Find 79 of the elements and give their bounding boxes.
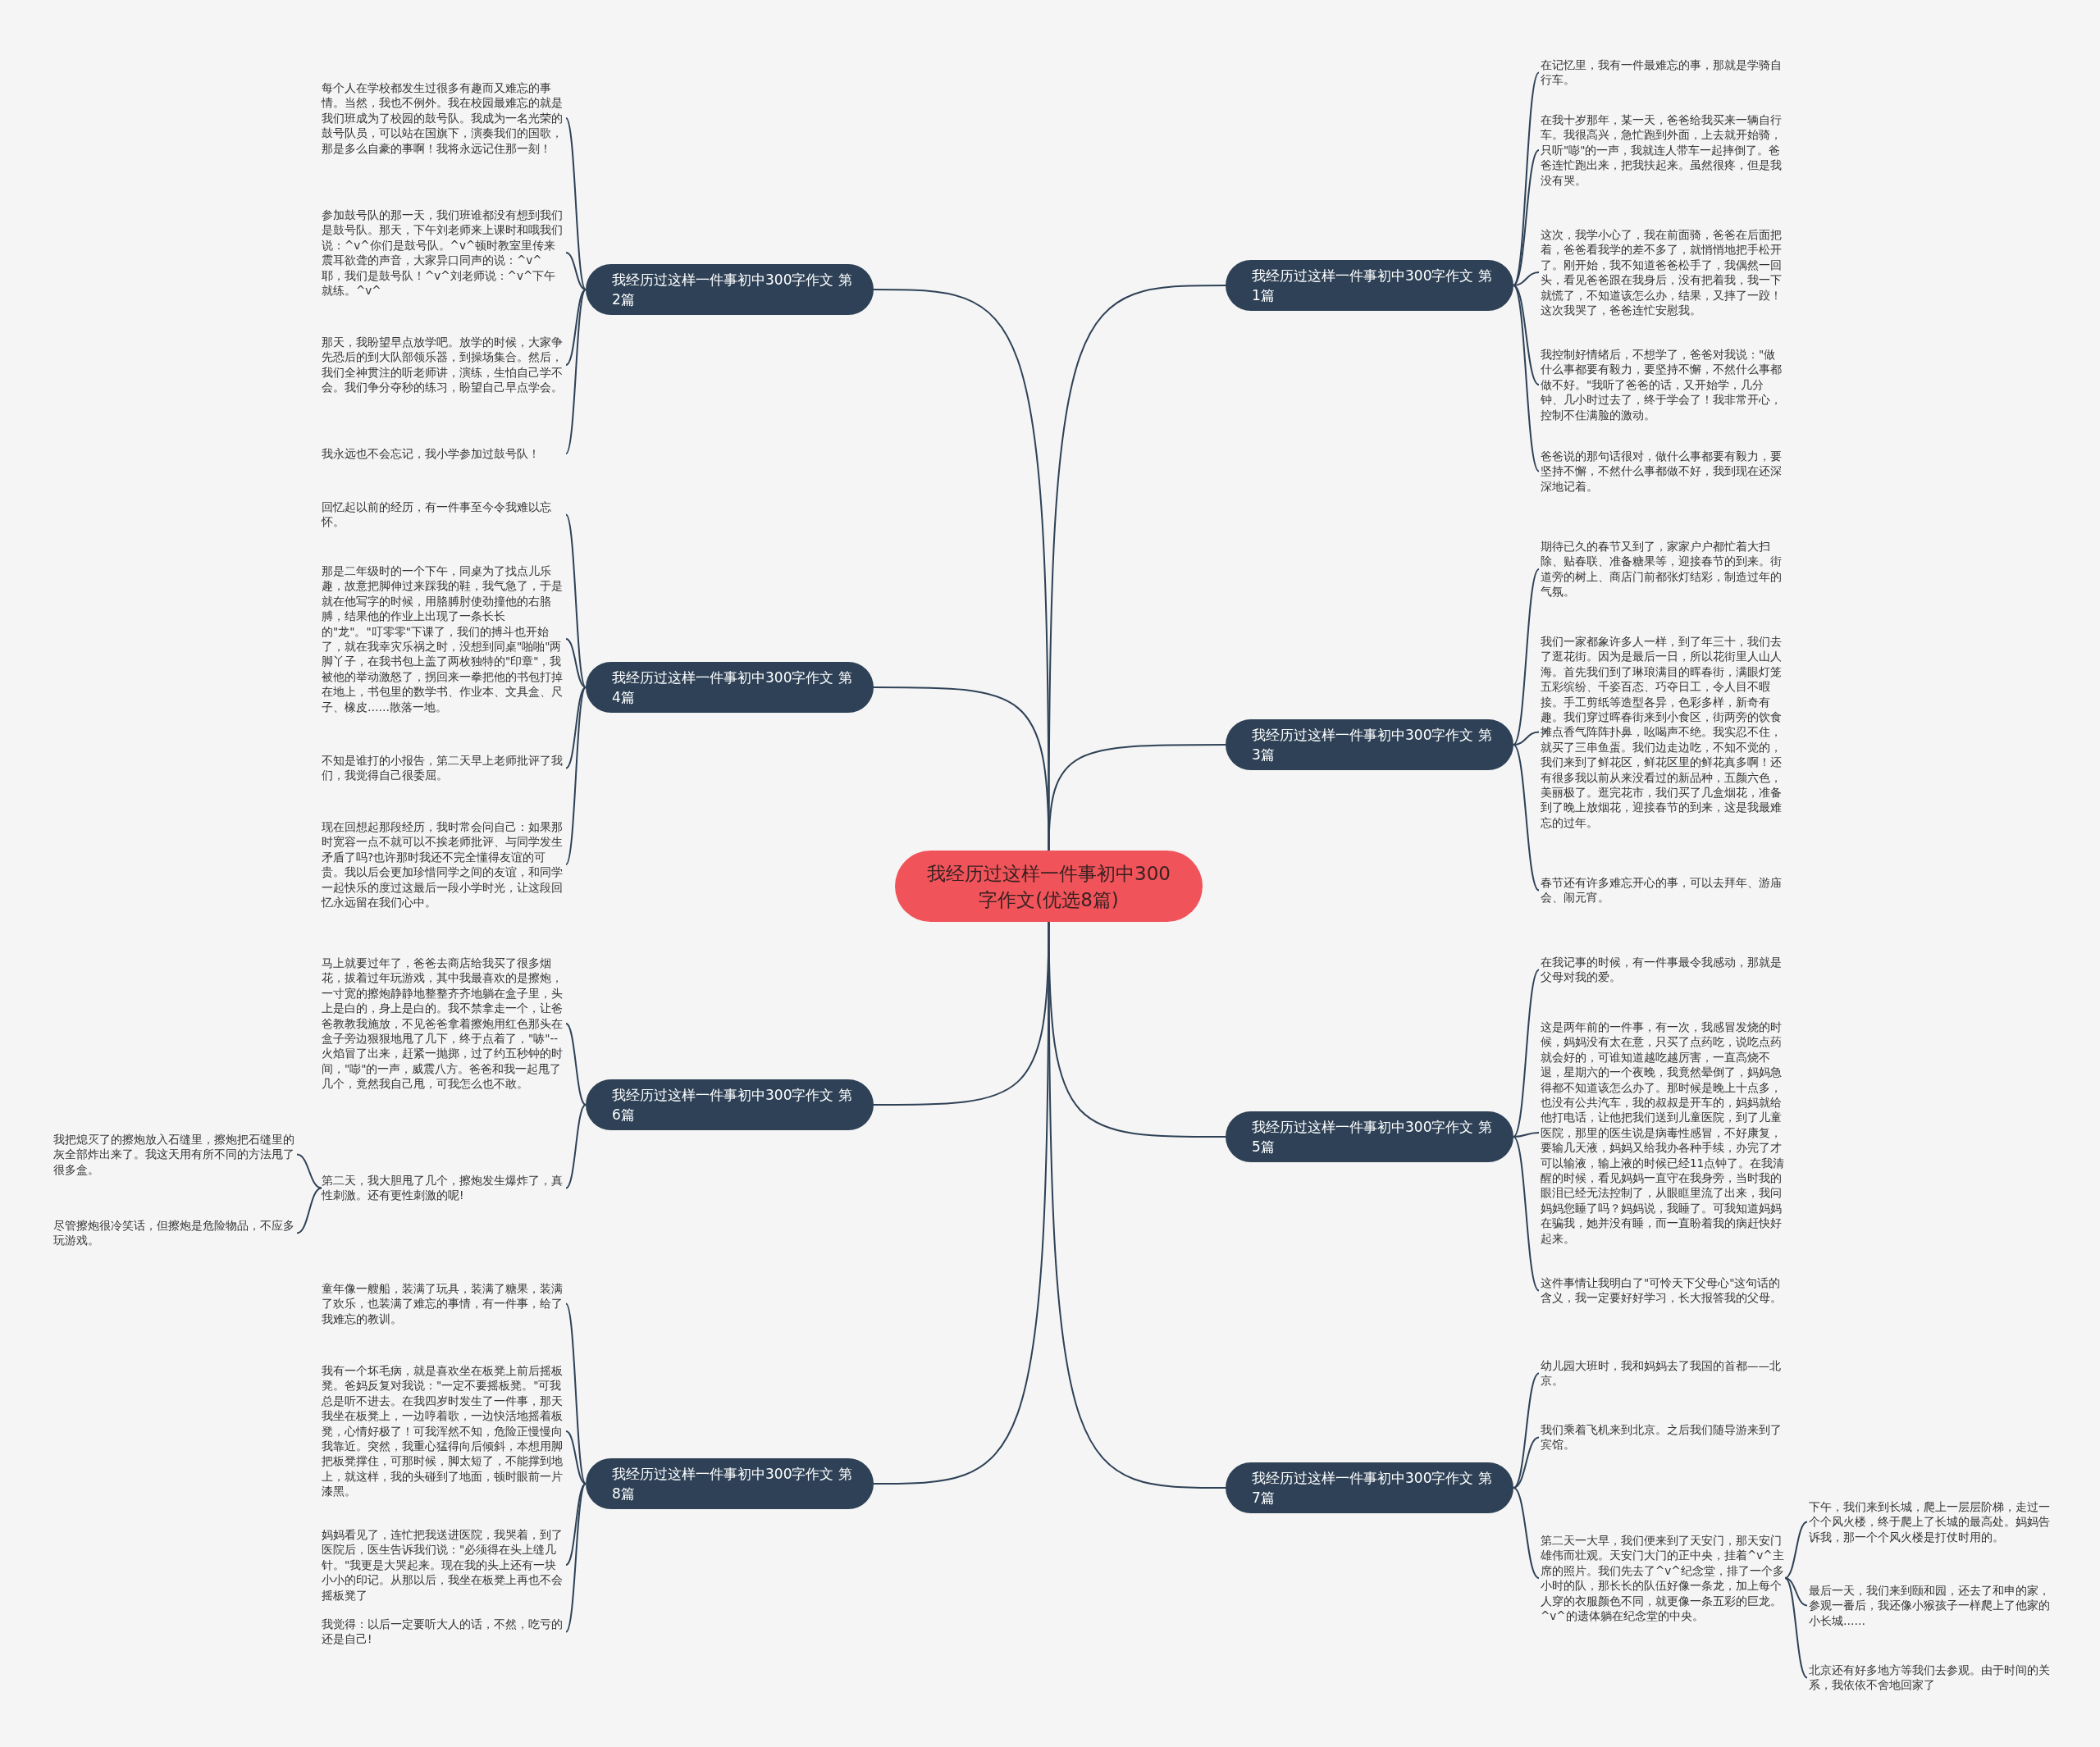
connector-line bbox=[1513, 285, 1540, 385]
paragraph-text: 第二天一大早，我们便来到了天安门，那天安门雄伟而壮观。天安门大门的正中央，挂着^v^主席的照片。我们先去了^v^纪念堂，排了一个多小时的队，那长长的队伍好像一条龙，加上每个人穿的衣服颜色不同，就更像一条五彩的巨龙。^v^的遗体躺在纪念堂的中央。 bbox=[1541, 1533, 1785, 1624]
connector-line bbox=[1513, 1136, 1540, 1292]
topic-box: 我经历过这样一件事初中300字作文 第8篇 bbox=[586, 1458, 874, 1509]
paragraph-text: 妈妈看见了，连忙把我送进医院，我哭着，到了医院后，医生告诉我们说："必须得在头上缝几针。"我更是大哭起来。现在我的头上还有一块小小的印记。从那以后，我坐在板凳上再也不会摇板凳了 bbox=[322, 1527, 564, 1603]
paragraph-text: 在记忆里，我有一件最难忘的事，那就是学骑自行车。 bbox=[1541, 57, 1785, 88]
paragraph-text: 我们一家都象许多人一样，到了年三十，我们去了逛花街。因为是最后一日，所以花街里人山人海。首先我们到了琳琅满目的晖春街，满眼灯笼五彩缤纷、千姿百态、巧夺日工，令人目不暇接。手工剪纸等造型各异，色彩多样，新奇有趣。我们穿过晖春街来到小食区，街两旁的饮食摊点香气阵阵扑鼻，吆喝声不绝。我实忍不住，就买了三串鱼蛋。我们边走边吃，不知不觉的，我们来到了鲜花区，鲜花区里的鲜花真多啊！还有很多我以前从来没看过的新品种，五颜六色，美丽极了。逛完花市，我们买了几盒烟花，准备到了晚上放烟花，迎接春节的到来，这是我最难忘的过年。 bbox=[1541, 634, 1785, 831]
connector-line bbox=[873, 921, 1050, 1485]
paragraph-text: 这次，我学小心了，我在前面骑，爸爸在后面把着，爸爸看我学的差不多了，就悄悄地把手松开了。刚开始，我不知道爸爸松手了，我偶然一回头，看见爸爸跟在我身后，没有把着我，我一下就慌了，不知道该怎么办，结果，又摔了一跤！这次我哭了，爸爸连忙安慰我。 bbox=[1541, 227, 1785, 318]
connector-line bbox=[1048, 921, 1226, 1489]
paragraph-text: 童年像一艘船，装满了玩具，装满了糖果，装满了欢乐，也装满了难忘的事情，有一件事，给了我难忘的教训。 bbox=[322, 1281, 564, 1327]
paragraph-text: 春节还有许多难忘开心的事，可以去拜年、游庙会、闹元宵。 bbox=[1541, 875, 1785, 905]
connector-line bbox=[1513, 568, 1540, 746]
paragraph-text: 现在回想起那段经历，我时常会问自己：如果那时宽容一点不就可以不挨老师批评、与同学发生矛盾了吗?也许那时我还不完全懂得友谊的可贵。我以后会更加珍惜同学之间的友谊，和同学一起快乐的度过这最后一段小学时光，让这段回忆永远留在我们心中。 bbox=[322, 819, 564, 910]
connector-line bbox=[1513, 149, 1540, 286]
connector-line bbox=[1513, 285, 1540, 472]
paragraph-text: 我有一个坏毛病，就是喜欢坐在板凳上前后摇板凳。爸妈反复对我说："一定不要摇板凳。"可我总是听不进去。在我四岁时发生了一件事，那天我坐在板凳上，一边哼着歌，一边快活地摇着板凳，心情好极了！可我浑然不知，危险正慢慢向我靠近。突然，我重心猛得向后倾斜，本想用脚把板凳撑住，可那时候，脚太短了，不能撑到地上，就这样，我的头碰到了地面，顿时眼前一片漆黑。 bbox=[322, 1363, 564, 1499]
connector-line bbox=[1513, 271, 1540, 286]
connector-line bbox=[565, 1483, 587, 1633]
topic-box: 我经历过这样一件事初中300字作文 第2篇 bbox=[586, 264, 874, 315]
paragraph-text: 我永远也不会忘记，我小学参加过鼓号队！ bbox=[322, 446, 564, 462]
paragraph-text: 我们乘着飞机来到北京。之后我们随导游来到了宾馆。 bbox=[1541, 1422, 1785, 1453]
connector-line bbox=[565, 638, 587, 688]
paragraph-text: 最后一天，我们来到颐和园，还去了和申的家，参观一番后，我还像小猴孩子一样爬上了他家的小长城…… bbox=[1809, 1583, 2055, 1629]
connector-line bbox=[1784, 1577, 1808, 1607]
paragraph-text: 那天，我盼望早点放学吧。放学的时候，大家争先恐后的到大队部领乐器，到操场集合。然后，我们全神贯注的听老师讲，演练，生怕自己学不会。我们争分夺秒的练习，盼望自己早点学会。 bbox=[322, 335, 564, 395]
connector-line bbox=[1048, 285, 1226, 851]
connector-line bbox=[565, 1302, 587, 1485]
paragraph-text: 下午，我们来到长城，爬上一层层阶梯，走过一个个风火楼，终于爬上了长城的最高处。妈妈告诉我，那一个个风火楼是打仗时用的。 bbox=[1809, 1499, 2055, 1545]
connector-line bbox=[1784, 1521, 1808, 1579]
connector-line bbox=[1513, 1132, 1540, 1138]
connector-line bbox=[1048, 744, 1226, 851]
topic-box: 我经历过这样一件事初中300字作文 第3篇 bbox=[1226, 719, 1513, 770]
topic-box: 我经历过这样一件事初中300字作文 第1篇 bbox=[1226, 260, 1513, 311]
connector-line bbox=[565, 117, 587, 290]
paragraph-text: 我控制好情绪后，不想学了，爸爸对我说："做什么事都要有毅力，要坚持不懈，不然什么事都做不好。"我听了爸爸的话，又开始学，几分钟、几小时过去了，终于学会了！我非常开心，控制不住满脸的激动。 bbox=[1541, 347, 1785, 423]
connector-line bbox=[1513, 744, 1540, 892]
paragraph-text: 回忆起以前的经历，有一件事至今令我难以忘怀。 bbox=[322, 499, 564, 530]
connector-line bbox=[565, 686, 587, 865]
paragraph-text: 尽管擦炮很冷笑话，但擦炮是危险物品，不应多玩游戏。 bbox=[53, 1218, 295, 1248]
connector-line bbox=[1513, 1436, 1540, 1489]
paragraph-text: 每个人在学校都发生过很多有趣而又难忘的事情。当然，我也不例外。我在校园最难忘的就是我们班成为了校园的鼓号队。我成为一名光荣的鼓号队员，可以站在国旗下，演奏我们的国歌，那是多么自豪的事啊！我将永远记住那一刻！ bbox=[322, 80, 564, 157]
paragraph-text: 我觉得：以后一定要听大人的话，不然，吃亏的还是自己! bbox=[322, 1617, 564, 1647]
topic-box: 我经历过这样一件事初中300字作文 第7篇 bbox=[1226, 1462, 1513, 1513]
paragraph-text: 那是二年级时的一个下午，同桌为了找点儿乐趣，故意把脚伸过来踩我的鞋，我气急了，于是就在他写字的时候，用胳膊肘使劲撞他的右胳膊，结果他的作业上出现了一条长长的"龙"。"叮零零"下课了，我们的搏斗也开始了，就在我幸灾乐祸之时，没想到同桌"啪啪"两脚丫子，在我书包上盖了两枚独特的"印章"，我被他的举动激怒了，拐回来一拳把他的书包打掉在地上，书包里的数学书、作业本、文具盒、尺子、橡皮……散落一地。 bbox=[322, 563, 564, 715]
topic-box: 我经历过这样一件事初中300字作文 第6篇 bbox=[586, 1079, 874, 1130]
paragraph-text: 爸爸说的那句话很对，做什么事都要有毅力，要坚持不懈，不然什么事都做不好，我到现在还深深地记着。 bbox=[1541, 449, 1785, 495]
connector-line bbox=[565, 289, 587, 366]
connector-line bbox=[565, 513, 587, 688]
paragraph-text: 北京还有好多地方等我们去参观。由于时间的关系，我依依不舍地回家了 bbox=[1809, 1663, 2055, 1693]
connector-line bbox=[1513, 1372, 1540, 1489]
paragraph-text: 马上就要过年了，爸爸去商店给我买了很多烟花，拔着过年玩游戏，其中我最喜欢的是擦炮，一寸宽的擦炮静静地整整齐齐地躺在盒子里，头上是白的，身上是白的。我不禁拿走一个，让爸爸教教我施放，不见爸爸拿着擦炮用红色那头在盒子旁边狠狠地甩了几下，终于点着了，"哧"--火焰冒了出来，赶紧一抛掷，过了约五秒钟的时间，"嘭"的一声，威震八方。爸爸和我一起甩了几个，竟然我自己甩，可我怎么也不敢。 bbox=[322, 956, 564, 1092]
connector-line bbox=[565, 252, 587, 290]
paragraph-text: 在我记事的时候，有一件事最令我感动，那就是父母对我的爱。 bbox=[1541, 955, 1785, 985]
connector-line bbox=[565, 1430, 587, 1485]
connector-line bbox=[1513, 1487, 1540, 1579]
connector-line bbox=[565, 1483, 587, 1566]
topic-box: 我经历过这样一件事初中300字作文 第4篇 bbox=[586, 662, 874, 713]
central-topic-box: 我经历过这样一件事初中300字作文(优选8篇) bbox=[895, 851, 1203, 922]
connector-line bbox=[1513, 969, 1540, 1138]
connector-line bbox=[296, 1187, 322, 1234]
connector-line bbox=[1513, 731, 1540, 746]
connector-line bbox=[1784, 1577, 1808, 1679]
connector-line bbox=[296, 1153, 322, 1189]
paragraph-text: 幼儿园大班时，我和妈妈去了我国的首都——北京。 bbox=[1541, 1358, 1785, 1389]
connector-line bbox=[565, 1104, 587, 1189]
connector-line bbox=[873, 686, 1050, 851]
paragraph-text: 参加鼓号队的那一天，我们班谁都没有想到我们是鼓号队。那天，下午刘老师来上课时和哦我们说：^v^你们是鼓号队。^v^顿时教室里传来震耳欲聋的声音，大家异口同声的说：^v^耶，我们是鼓号队！^v^刘老师说：^v^下午就练。^v^ bbox=[322, 208, 564, 299]
paragraph-text: 这是两年前的一件事，有一次，我感冒发烧的时候，妈妈没有太在意，只买了点药吃，说吃点药就会好的，可谁知道越吃越厉害，一直高烧不退，星期六的一个夜晚，我竟然晕倒了，妈妈急得都不知道该怎么办了。那时候是晚上十点多，也没有公共汽车，我的叔叔是开车的，妈妈就给他打电话，让他把我们送到儿童医院，到了儿童医院，那里的医生说是病毒性感冒，不好康复，要输几天液，妈妈又给我办各种手续，办完了才可以输液，输上液的时候已经11点钟了。在我清醒的时候，看见妈妈一直守在我身旁，当时我的眼泪已经无法控制了，从眼眶里流了出来，我问妈妈您睡了吗？妈妈说，我睡了。可我知道妈妈在骗我，她并没有睡，而一直盼着我的病赶快好起来。 bbox=[1541, 1019, 1785, 1247]
topic-box: 我经历过这样一件事初中300字作文 第5篇 bbox=[1226, 1111, 1513, 1162]
paragraph-text: 期待已久的春节又到了，家家户户都忙着大扫除、贴春联、准备糖果等，迎接春节的到来。街道旁的树上、商店门前都张灯结彩，制造过年的气氛。 bbox=[1541, 539, 1785, 600]
connector-line bbox=[565, 289, 587, 454]
paragraph-text: 第二天，我大胆甩了几个，擦炮发生爆炸了，真性刺激。还有更性刺激的呢! bbox=[322, 1173, 564, 1203]
connector-line bbox=[565, 1023, 587, 1106]
connector-line bbox=[565, 686, 587, 769]
paragraph-text: 这件事情让我明白了"可怜天下父母心"这句话的含义，我一定要好好学习，长大报答我的父母。 bbox=[1541, 1275, 1785, 1306]
paragraph-text: 在我十岁那年，某一天，爸爸给我买来一辆自行车。我很高兴，急忙跑到外面，上去就开始骑，只听"嘭"的一声，我就连人带车一起摔倒了。爸爸连忙跑出来，把我扶起来。虽然很疼，但是我没有哭。 bbox=[1541, 112, 1785, 189]
paragraph-text: 我把熄灭了的擦炮放入石缝里，擦炮把石缝里的灰全部炸出来了。我这天用有所不同的方法甩了很多盒。 bbox=[53, 1132, 295, 1178]
paragraph-text: 不知是谁打的小报告，第二天早上老师批评了我们，我觉得自己很委屈。 bbox=[322, 753, 564, 783]
